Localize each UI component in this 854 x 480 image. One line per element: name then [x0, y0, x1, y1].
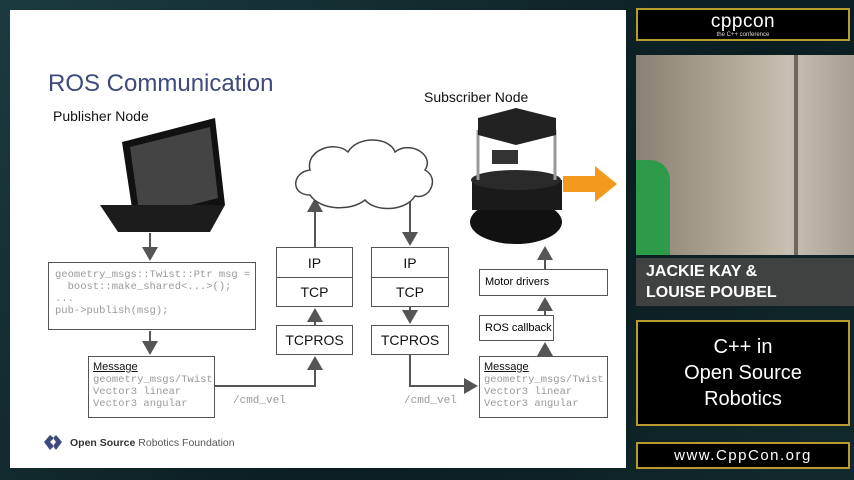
slide-title: ROS Communication [48, 70, 274, 97]
publisher-node-label: Publisher Node [53, 108, 149, 124]
cloud-icon [295, 139, 434, 210]
tcp-layer: TCP [396, 284, 424, 300]
motor-drivers-box: Motor drivers [479, 269, 608, 296]
talk-title-box: C++ in Open Source Robotics [636, 320, 850, 426]
speaker-banner: JACKIE KAY & LOUISE POUBEL [636, 258, 854, 306]
message-line: Vector3 linear [484, 386, 573, 398]
speaker-video [636, 55, 854, 255]
ip-layer: IP [372, 248, 448, 278]
osrf-name-bold: Open Source [70, 436, 136, 449]
message-line: Vector3 angular [93, 398, 188, 410]
message-box-subscriber: Message geometry_msgs/Twist Vector3 line… [479, 356, 608, 418]
speaker-figure [636, 160, 670, 255]
code-line: pub->publish(msg); [55, 305, 169, 317]
tcpros-left: TCPROS [276, 325, 353, 355]
topic-label-left: /cmd_vel [233, 395, 286, 407]
speaker-name: LOUISE POUBEL [646, 284, 777, 301]
subscriber-node-label: Subscriber Node [424, 89, 529, 105]
speaker-name: JACKIE KAY & [646, 263, 758, 280]
message-box-publisher: Message geometry_msgs/Twist Vector3 line… [88, 356, 215, 418]
laptop-icon [100, 118, 225, 232]
message-line: geometry_msgs/Twist [93, 374, 213, 386]
talk-title-line: C++ in [713, 336, 773, 358]
network-stack-right: IP TCP [371, 247, 449, 307]
message-heading: Message [484, 361, 529, 373]
orange-arrow-icon [563, 166, 617, 202]
osrf-name: Open Source Robotics Foundation [70, 437, 235, 449]
message-line: Vector3 angular [484, 398, 579, 410]
message-heading: Message [93, 361, 138, 373]
message-line: Vector3 linear [93, 386, 182, 398]
osrf-logo-icon [44, 435, 62, 450]
arrow-tcpros-to-message [409, 355, 478, 394]
arrow-message-to-tcpros [215, 356, 323, 387]
code-line: geometry_msgs::Twist::Ptr msg = [55, 269, 251, 281]
osrf-name-light: Robotics Foundation [138, 436, 235, 449]
ros-callback-box: ROS callback [479, 315, 554, 341]
cppcon-logo-text: cppcon [710, 11, 776, 32]
tcp-layer: TCP [300, 284, 329, 300]
tcpros-right: TCPROS [371, 325, 449, 355]
code-line: ... [55, 293, 74, 305]
network-stack-left: IP TCP [276, 247, 353, 307]
cppcon-logo: cppcon the C++ conference [636, 8, 850, 41]
osrf-logo: Open Source Robotics Foundation [42, 434, 235, 451]
door-edge [794, 55, 798, 255]
code-block: geometry_msgs::Twist::Ptr msg = boost::m… [48, 262, 256, 330]
talk-title-line: Open Source [684, 362, 802, 384]
talk-title-line: Robotics [704, 388, 782, 410]
website-link[interactable]: www.CppCon.org [636, 442, 850, 469]
code-line: boost::make_shared<...>(); [55, 281, 232, 293]
topic-label-right: /cmd_vel [404, 395, 457, 407]
robot-icon [470, 108, 562, 244]
message-line: geometry_msgs/Twist [484, 374, 604, 386]
ip-layer: IP [277, 248, 352, 278]
cppcon-tagline: the C++ conference [716, 32, 770, 38]
